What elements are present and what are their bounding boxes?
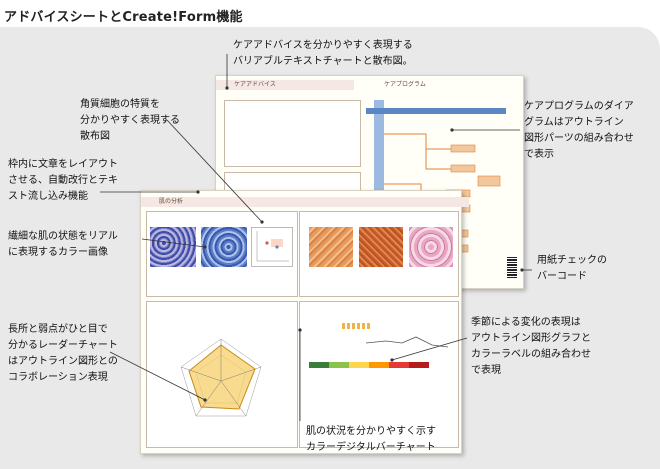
season-color-label bbox=[309, 362, 429, 368]
callout-digital-line-1: 肌の状況を分かりやすく示す bbox=[306, 426, 436, 437]
advice-text-box-1 bbox=[224, 100, 361, 167]
skin-photo-3 bbox=[409, 227, 453, 267]
callout-keratin-line-3: 散布図 bbox=[80, 131, 110, 142]
keratin-scatter-plot bbox=[251, 227, 293, 267]
callout-image-line-1: 繊細な肌の状態をリアル bbox=[8, 231, 118, 242]
callout-text-flow: 枠内に文章をレイアウト させる、自動改行とテキ スト流し込み機能 bbox=[8, 157, 118, 205]
callout-season-graph: 季節による変化の表現は アウトライン図形グラフと カラーラベルの組み合わせ で表… bbox=[471, 315, 591, 379]
callout-color-image: 繊細な肌の状態をリアル に表現するカラー画像 bbox=[8, 229, 118, 261]
care-program-header: ケアプログラム bbox=[384, 81, 426, 88]
paper-check-barcode bbox=[507, 256, 517, 278]
callout-care-advice: ケアアドバイスを分かりやすく表現する バリアブルテキストチャートと散布図。 bbox=[233, 38, 413, 70]
keratin-photo-2 bbox=[201, 227, 247, 267]
program-axis-bar bbox=[374, 100, 384, 270]
callout-image-line-2: に表現するカラー画像 bbox=[8, 247, 108, 258]
callout-digital-bar: 肌の状況を分かりやすく示す カラーデジタルバーチャート bbox=[306, 424, 436, 456]
advice-sheet-front: 肌の分析 bbox=[140, 190, 469, 454]
page-title: アドバイスシートとCreate!Form機能 bbox=[4, 10, 243, 25]
callout-barcode-line-1: 用紙チェックの bbox=[537, 255, 607, 266]
skin-photo-2 bbox=[359, 227, 403, 267]
callout-season-line-3: カラーラベルの組み合わせ bbox=[471, 349, 591, 360]
callout-care-program: ケアプログラムのダイア グラムはアウトライン 図形パーツの組み合わせ で表示 bbox=[524, 99, 634, 163]
program-header-bar bbox=[366, 108, 506, 114]
callout-radar-chart: 長所と弱点がひと目で 分かるレーダーチャート はアウトライン図形との コラボレー… bbox=[8, 322, 118, 386]
callout-season-line-1: 季節による変化の表現は bbox=[471, 317, 581, 328]
radar-chart bbox=[180, 338, 262, 417]
callout-season-line-2: アウトライン図形グラフと bbox=[471, 333, 591, 344]
care-advice-header: ケアアドバイス bbox=[216, 80, 354, 90]
callout-textflow-line-2: させる、自動改行とテキ bbox=[8, 175, 118, 186]
callout-textflow-line-1: 枠内に文章をレイアウト bbox=[8, 159, 118, 170]
callout-radar-line-1: 長所と弱点がひと目で bbox=[8, 324, 108, 335]
callout-season-line-4: で表現 bbox=[471, 365, 501, 376]
callout-digital-line-2: カラーデジタルバーチャート bbox=[306, 442, 436, 453]
callout-program-line-1: ケアプログラムのダイア bbox=[524, 101, 634, 112]
digital-bar-chart bbox=[342, 323, 449, 348]
skin-photo-1 bbox=[309, 227, 353, 267]
skin-analysis-header: 肌の分析 bbox=[141, 197, 469, 207]
keratin-photo-1 bbox=[150, 227, 196, 267]
callout-radar-line-3: はアウトライン図形との bbox=[8, 356, 118, 367]
callout-keratin-line-2: 分かりやすく表現する bbox=[80, 115, 180, 126]
callout-radar-line-4: コラボレーション表現 bbox=[8, 372, 108, 383]
callout-program-line-4: で表示 bbox=[524, 149, 554, 160]
callout-textflow-line-3: スト流し込み機能 bbox=[8, 191, 88, 202]
callout-keratin-scatter: 角質細胞の特質を 分かりやすく表現する 散布図 bbox=[80, 97, 180, 145]
callout-keratin-line-1: 角質細胞の特質を bbox=[80, 99, 160, 110]
callout-radar-line-2: 分かるレーダーチャート bbox=[8, 340, 118, 351]
callout-program-line-2: グラムはアウトライン bbox=[524, 117, 624, 128]
season-panel bbox=[299, 301, 459, 448]
callout-care-advice-line-2: バリアブルテキストチャートと散布図。 bbox=[233, 56, 413, 67]
callout-care-advice-line-1: ケアアドバイスを分かりやすく表現する bbox=[233, 40, 413, 51]
callout-barcode-line-2: バーコード bbox=[537, 271, 587, 282]
callout-barcode: 用紙チェックの バーコード bbox=[537, 253, 607, 285]
callout-program-line-3: 図形パーツの組み合わせ bbox=[524, 133, 634, 144]
